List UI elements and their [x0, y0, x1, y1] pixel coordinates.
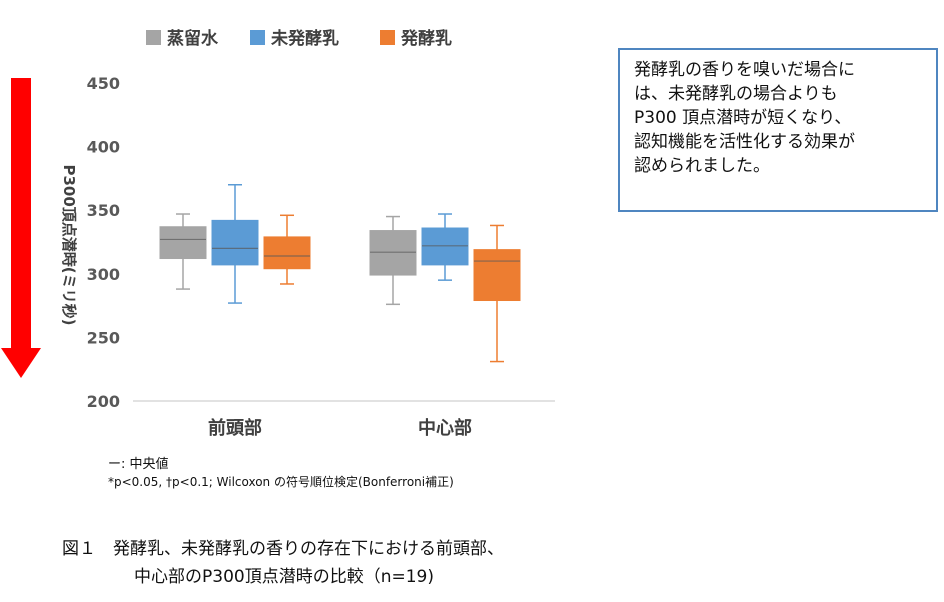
note-line: 発酵乳の香りを嗅いだ場合に	[634, 60, 855, 80]
arrow-shaft	[11, 78, 31, 350]
note-box: 発酵乳の香りを嗅いだ場合に は、未発酵乳の場合よりも P300 頂点潜時が短くな…	[618, 48, 938, 212]
legend-swatch	[146, 30, 161, 45]
box	[473, 249, 521, 302]
y-axis-ticks: 200 250 300 350 400 450	[87, 74, 120, 411]
note-line: 認知機能を活性化する効果が	[634, 132, 855, 152]
median-footnote: ー: 中央値	[108, 457, 169, 472]
note-line: P300 頂点潜時が短くなり、	[634, 108, 852, 128]
stats-footnote: *p<0.05, †p<0.1; Wilcoxon の符号順位検定(Bonfer…	[108, 475, 454, 489]
figure-caption-line1: 図１ 発酵乳、未発酵乳の香りの存在下における前頭部、	[62, 539, 504, 559]
legend-label: 蒸留水	[167, 28, 219, 49]
note-line: は、未発酵乳の場合よりも	[634, 84, 838, 104]
note-line: 認められました。	[634, 156, 770, 176]
y-tick-label: 450	[87, 74, 120, 93]
box	[211, 219, 259, 266]
legend-label: 発酵乳	[400, 28, 452, 49]
category-labels: 前頭部 中心部	[208, 417, 472, 439]
legend-label: 未発酵乳	[270, 28, 339, 49]
category-label: 中心部	[418, 417, 472, 439]
box	[421, 227, 469, 266]
box	[159, 226, 207, 260]
y-axis-label: P300頂点潜時(ミリ秒)	[60, 164, 78, 325]
legend-swatch	[250, 30, 265, 45]
y-tick-label: 250	[87, 328, 120, 347]
box	[369, 230, 417, 276]
y-tick-label: 400	[87, 138, 120, 157]
boxes	[159, 184, 521, 363]
arrow-head	[1, 348, 41, 378]
legend: 蒸留水 未発酵乳 発酵乳	[146, 28, 452, 49]
y-tick-label: 300	[87, 265, 120, 284]
down-arrow	[1, 78, 41, 378]
figure-caption-line2: 中心部のP300頂点潜時の比較（n=19)	[134, 567, 434, 587]
box	[263, 236, 311, 270]
legend-swatch	[380, 30, 395, 45]
y-tick-label: 350	[87, 201, 120, 220]
category-label: 前頭部	[208, 417, 262, 439]
y-tick-label: 200	[87, 392, 120, 411]
